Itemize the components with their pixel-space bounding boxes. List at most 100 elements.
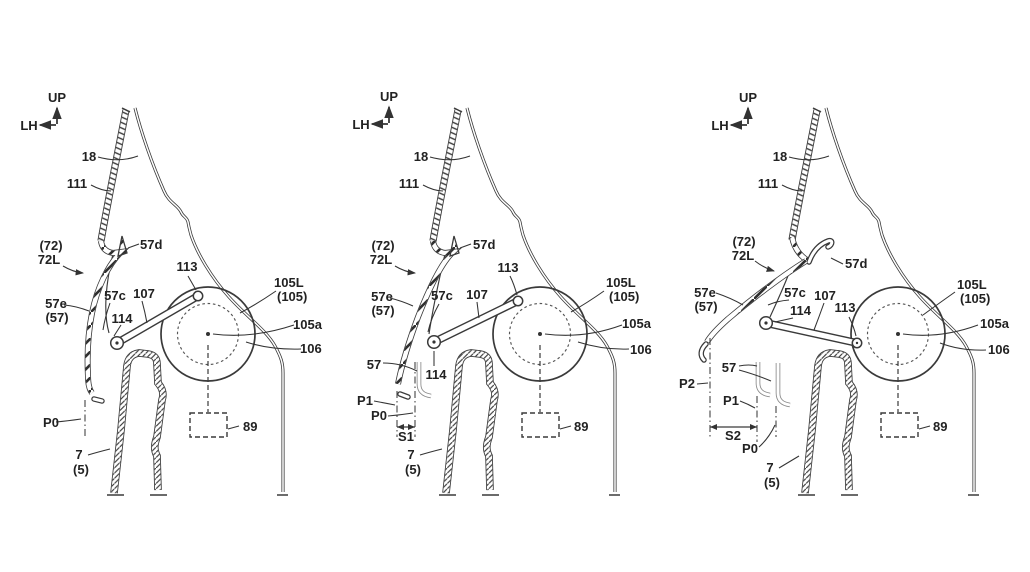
leader-57e: [63, 304, 90, 312]
fender-bracket-7: [114, 353, 163, 493]
label-18: 18: [414, 149, 428, 164]
leader-111: [422, 184, 444, 192]
panel-right: UP LH: [679, 90, 1010, 495]
leader-89: [559, 425, 572, 430]
cowl-dip-segment: [792, 237, 807, 260]
label-114: 114: [426, 367, 448, 382]
pillar-garnish-111: [792, 110, 817, 240]
label-105-paren: (105): [609, 289, 639, 304]
panel-right-labels: 18 111 (72) 72L 57d 113 105L (105) 57e (…: [679, 149, 1010, 490]
leader-57c: [102, 302, 111, 331]
label-89: 89: [933, 419, 947, 434]
dimension-s2: [710, 424, 757, 430]
label-s1: S1: [398, 429, 414, 444]
pivot-114-center: [432, 340, 436, 344]
hook-tip-57: [701, 344, 706, 360]
link-rod-107: [434, 301, 518, 342]
leader-105a: [212, 324, 295, 336]
leader-89: [918, 425, 931, 430]
leader-57e: [389, 297, 414, 307]
dimension-s2-arrow-left: [710, 424, 717, 430]
leader-107: [476, 301, 480, 319]
hook-tip-57: [94, 399, 102, 401]
label-s2: S2: [725, 428, 741, 443]
label-113: 113: [498, 260, 519, 275]
label-107: 107: [133, 286, 155, 301]
leader-111: [90, 184, 112, 192]
label-57c: 57c: [104, 288, 126, 303]
pin-113-center: [855, 341, 859, 345]
leader-p1: [739, 400, 756, 409]
label-105l: 105L: [606, 275, 636, 290]
leader-lines: [373, 155, 630, 456]
leader-lines: [696, 155, 987, 469]
label-105a: 105a: [980, 316, 1010, 331]
leader-114: [113, 324, 122, 337]
leader-p2: [696, 382, 709, 385]
leader-89: [227, 425, 240, 430]
pin-113: [512, 295, 524, 307]
dimension-s1-arrow-left: [397, 424, 404, 430]
label-lh: LH: [352, 117, 369, 132]
pivot-114-center: [764, 321, 768, 325]
leader-18: [788, 155, 830, 161]
leader-105l: [239, 290, 277, 314]
leader-p0: [55, 418, 82, 423]
leader-7: [87, 448, 111, 456]
label-p1: P1: [357, 393, 373, 408]
leader-113: [848, 316, 857, 337]
leader-72l-arrow: [754, 260, 776, 272]
label-111: 111: [67, 176, 87, 191]
wheel-center-105a: [896, 332, 900, 336]
fender-bracket-7: [446, 353, 495, 493]
leader-57c: [427, 303, 440, 333]
leader-111: [781, 184, 803, 192]
pillar-garnish-111: [101, 110, 126, 241]
flap-57d: [809, 241, 832, 262]
leader-105l: [570, 290, 605, 313]
pin-113: [192, 290, 204, 302]
leader-57-upper: [738, 364, 758, 367]
leader-57d: [459, 243, 472, 249]
actuator-box-89: [189, 412, 228, 438]
label-57-paren: (57): [371, 303, 394, 318]
flap-57d: [117, 235, 128, 257]
label-up: UP: [380, 89, 398, 104]
label-114: 114: [790, 303, 812, 318]
panel-left-labels: 18 111 (72) 72L 57d 113 105L (105) 57e (…: [38, 149, 323, 477]
actuator-box-89: [880, 412, 919, 438]
pillar-top-cap: [812, 107, 822, 113]
leader-106: [577, 341, 630, 350]
label-105-paren: (105): [277, 289, 307, 304]
hook-tip-57: [400, 394, 408, 397]
leader-57: [382, 362, 418, 372]
label-57d: 57d: [845, 256, 867, 271]
label-18: 18: [82, 149, 96, 164]
pillar-top-cap: [121, 107, 131, 113]
wheel-center-105a: [538, 332, 542, 336]
label-105a: 105a: [622, 316, 652, 331]
label-106: 106: [300, 341, 322, 356]
actuator-box-89: [521, 412, 560, 438]
leader-105l: [922, 291, 956, 316]
label-7: 7: [75, 447, 82, 462]
panel-left: UP LH: [20, 90, 323, 495]
label-7: 7: [766, 460, 773, 475]
label-57c: 57c: [784, 285, 806, 300]
label-18: 18: [773, 149, 787, 164]
label-105l: 105L: [957, 277, 987, 292]
label-72-paren: (72): [39, 238, 62, 253]
label-lh: LH: [20, 118, 37, 133]
label-57e: 57e: [371, 289, 393, 304]
leader-57d: [830, 257, 844, 265]
label-105a: 105a: [293, 317, 323, 332]
label-72l: 72L: [732, 248, 754, 263]
dimension-s1: [397, 424, 415, 430]
label-106: 106: [988, 342, 1010, 357]
label-lh: LH: [711, 118, 728, 133]
label-57e: 57e: [45, 296, 67, 311]
label-89: 89: [574, 419, 588, 434]
label-114: 114: [112, 311, 134, 326]
label-up: UP: [739, 90, 757, 105]
